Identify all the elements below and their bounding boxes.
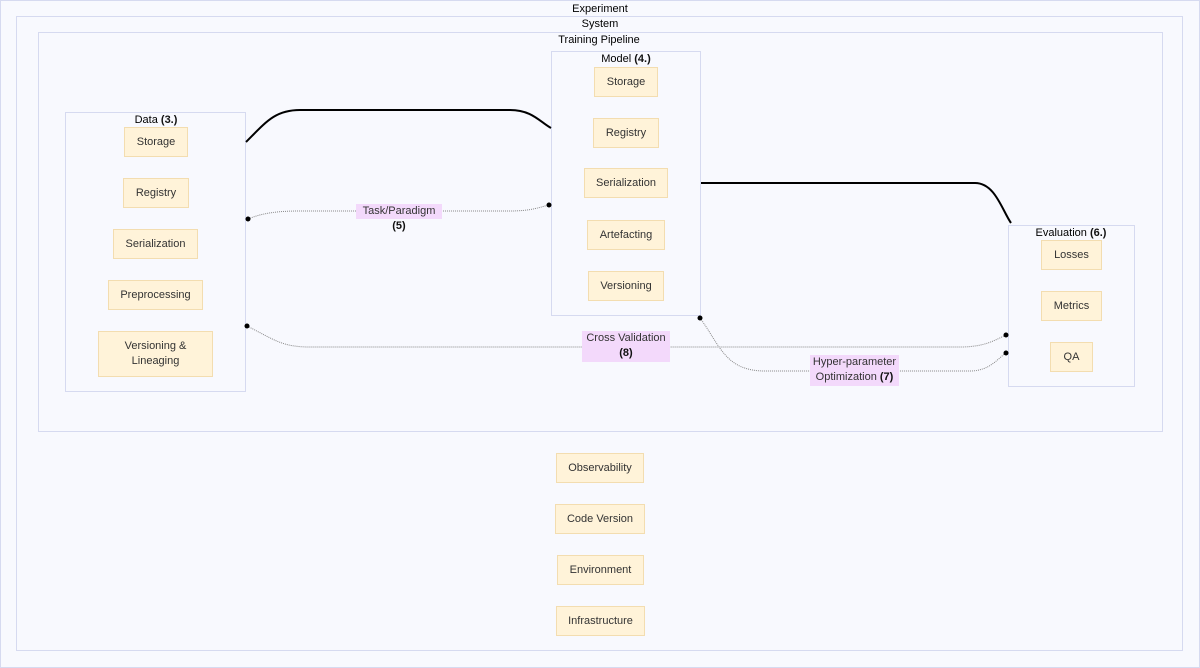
infrastructure-node[interactable]: Infrastructure <box>556 606 645 636</box>
eval-metrics-node[interactable]: Metrics <box>1041 291 1102 321</box>
system-frame <box>16 16 1183 651</box>
data-serialization-node[interactable]: Serialization <box>113 229 198 259</box>
data-preprocessing-node[interactable]: Preprocessing <box>108 280 203 310</box>
training-pipeline-frame <box>38 32 1163 432</box>
code-version-node[interactable]: Code Version <box>555 504 645 534</box>
model-title-text: Model <box>601 53 632 65</box>
task-label-text: Task/Paradigm <box>362 205 436 217</box>
model-serialization-node[interactable]: Serialization <box>584 168 668 198</box>
model-title-ref: (4.) <box>634 53 651 65</box>
model-artefacting-node[interactable]: Artefacting <box>587 220 665 250</box>
model-versioning-node[interactable]: Versioning <box>588 271 664 301</box>
environment-node[interactable]: Environment <box>557 555 644 585</box>
evaluation-title-text: Evaluation <box>1035 227 1087 239</box>
hpo-label-text2: Optimization <box>815 371 877 383</box>
evaluation-title-ref: (6.) <box>1089 227 1107 239</box>
system-title: System <box>581 18 619 30</box>
model-storage-node[interactable]: Storage <box>594 67 658 97</box>
hyper-parameter-label: Hyper-parameter Optimization (7) <box>810 355 899 386</box>
data-title-text: Data <box>134 114 158 126</box>
data-group <box>65 112 246 392</box>
evaluation-group-title: Evaluation (6.) <box>1021 227 1121 239</box>
hpo-label-line2: Optimization (7) <box>810 370 899 385</box>
hpo-label-text: Hyper-parameter <box>812 356 897 368</box>
evaluation-group <box>1008 225 1135 387</box>
observability-node[interactable]: Observability <box>556 453 644 483</box>
cross-validation-label: Cross Validation (8) <box>582 331 670 362</box>
experiment-title: Experiment <box>572 3 628 15</box>
cv-label-ref: (8) <box>619 347 633 359</box>
data-versioning-node[interactable]: Versioning & Lineaging <box>98 331 213 377</box>
data-storage-node[interactable]: Storage <box>124 127 188 157</box>
cv-label-text: Cross Validation <box>586 332 666 344</box>
data-registry-node[interactable]: Registry <box>123 178 189 208</box>
model-group-title: Model (4.) <box>576 53 676 65</box>
eval-qa-node[interactable]: QA <box>1050 342 1093 372</box>
training-pipeline-title: Training Pipeline <box>558 34 640 46</box>
eval-losses-node[interactable]: Losses <box>1041 240 1102 270</box>
data-group-title: Data (3.) <box>106 114 206 126</box>
task-label-ref: (5) <box>392 220 406 232</box>
task-paradigm-label: Task/Paradigm (5) <box>356 204 442 232</box>
data-title-ref: (3.) <box>160 114 178 126</box>
model-registry-node[interactable]: Registry <box>593 118 659 148</box>
hpo-label-ref: (7) <box>879 371 894 383</box>
model-group <box>551 51 701 316</box>
